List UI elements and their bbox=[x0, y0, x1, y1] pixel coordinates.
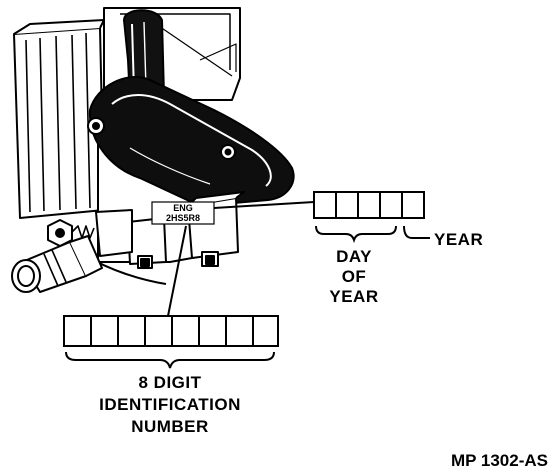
cover-plate-rim-2 bbox=[129, 147, 211, 185]
left-block-fins bbox=[25, 32, 91, 213]
leader-to-date-boxes bbox=[213, 201, 315, 209]
id-decal: ENG 2HS5R8 bbox=[151, 201, 215, 225]
left-block-face bbox=[13, 19, 105, 35]
day-box-1 bbox=[313, 191, 337, 219]
day-box-4 bbox=[379, 191, 403, 219]
cover-bolt-center-inner bbox=[224, 148, 232, 156]
leader-to-id-boxes bbox=[167, 225, 187, 317]
day-of-year-label-line3: YEAR bbox=[329, 287, 378, 306]
id-box-3 bbox=[117, 315, 146, 347]
date-code-boxes bbox=[313, 191, 425, 219]
id-label-line3: NUMBER bbox=[131, 417, 209, 436]
id-box-4 bbox=[144, 315, 173, 347]
rear-panel-diagonal bbox=[149, 19, 233, 77]
id-label-line1: 8 DIGIT bbox=[138, 373, 201, 392]
figure-id: MP 1302-AS bbox=[451, 451, 548, 470]
id-box-8 bbox=[252, 315, 279, 347]
id-decal-plate bbox=[151, 201, 215, 225]
rear-panel-fold bbox=[199, 43, 237, 72]
cover-plate bbox=[88, 75, 295, 207]
id-box-6 bbox=[198, 315, 227, 347]
id-box-5 bbox=[171, 315, 200, 347]
day-of-year-label-line2: OF bbox=[342, 267, 367, 286]
leader-lines bbox=[167, 201, 315, 317]
mid-stud-dark bbox=[140, 258, 150, 267]
id-box-2 bbox=[90, 315, 119, 347]
hose-nozzle-opening-inner bbox=[17, 265, 35, 287]
year-bracket bbox=[403, 225, 424, 239]
hose-nozzle-ring-1 bbox=[43, 253, 59, 287]
left-lower-block bbox=[95, 209, 133, 257]
bolt-spring bbox=[71, 225, 95, 239]
elbow-pipe-highlight-2 bbox=[143, 21, 147, 89]
hex-bolt-center bbox=[55, 228, 65, 238]
day-box-3 bbox=[357, 191, 381, 219]
component-illustration bbox=[11, 7, 295, 293]
id-code-boxes bbox=[63, 315, 279, 347]
id-label-line2: IDENTIFICATION bbox=[99, 395, 241, 414]
year-label: YEAR bbox=[434, 230, 483, 249]
year-box bbox=[401, 191, 425, 219]
day-of-year-label-line1: DAY bbox=[336, 247, 372, 266]
id-box-7 bbox=[225, 315, 254, 347]
day-box-2 bbox=[335, 191, 359, 219]
decal-top-code: ENG bbox=[173, 203, 193, 213]
hose-nozzle-ring-2 bbox=[51, 249, 67, 283]
cover-bolt-left-inner bbox=[92, 122, 100, 130]
id-box-1 bbox=[63, 315, 92, 347]
right-stud-dark bbox=[205, 255, 215, 265]
day-of-year-bracket bbox=[315, 225, 397, 244]
hose-nozzle-coupling bbox=[69, 235, 103, 277]
cover-plate-rim bbox=[111, 94, 272, 187]
id-bracket bbox=[65, 351, 275, 369]
decal-bottom-code: 2HS5R8 bbox=[166, 213, 200, 223]
